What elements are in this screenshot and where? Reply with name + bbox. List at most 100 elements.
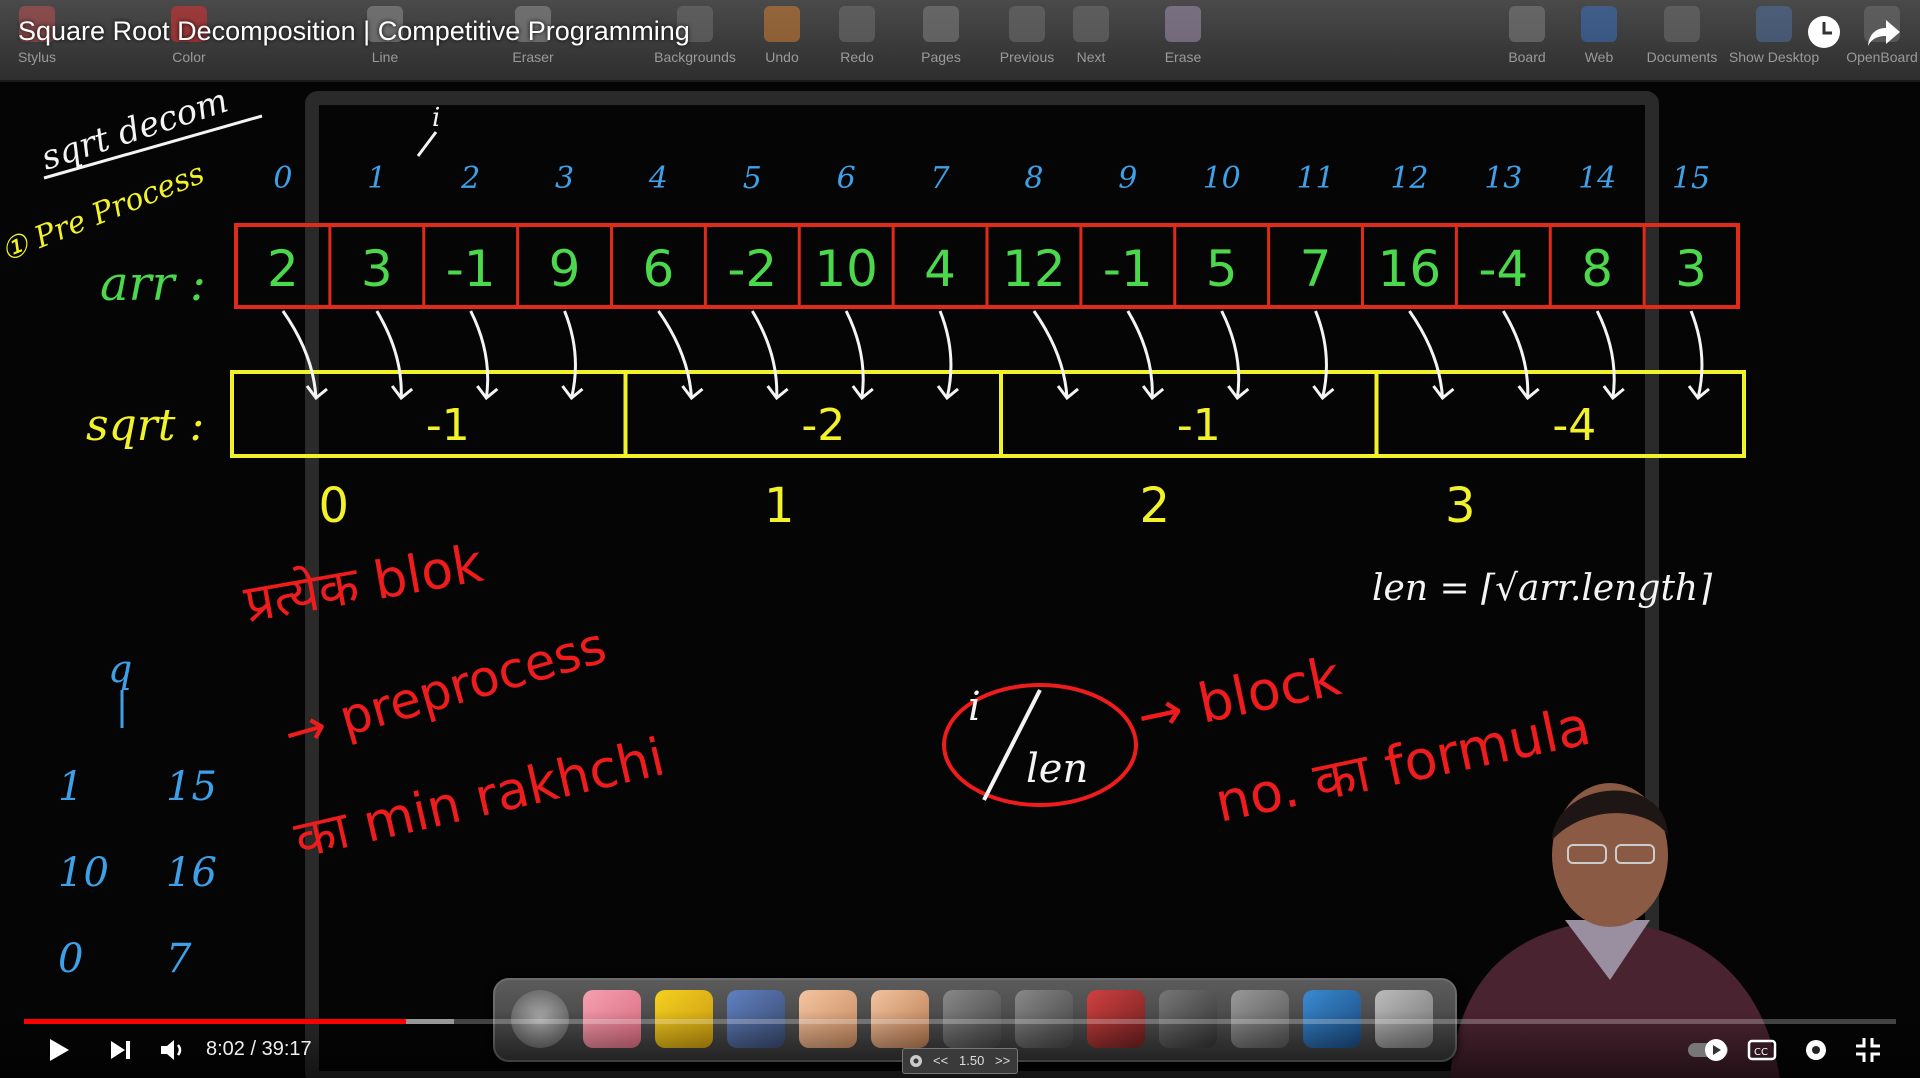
play-icon[interactable] [42,1034,74,1066]
sqrt-outline [230,370,1746,458]
toolbar-web-icon [1581,6,1617,42]
query-left: 10 [58,850,109,896]
exit-fullscreen-icon[interactable] [1852,1034,1884,1066]
mapping-arrowhead [936,385,959,401]
sqrt-row: -1-2-1-4 [230,370,1746,458]
presenter-collar [1565,920,1650,980]
toolbar-tool-label: Board [1508,49,1546,65]
mapping-arrowhead [681,385,704,401]
volume-icon[interactable] [156,1034,188,1066]
autoplay-toggle-icon[interactable] [1686,1034,1732,1066]
toolbar-tool-redo[interactable]: Redo [820,0,894,80]
index-label: 4 [648,161,668,196]
mapping-arrowhead [561,385,584,401]
settings-gear-icon[interactable] [1800,1034,1832,1066]
arr-label: arr : [100,256,206,312]
mapping-arrowhead [1312,385,1335,401]
player-top-actions [1786,14,1902,55]
mapping-arrowhead [1432,385,1455,401]
mapping-arrowhead [1602,385,1625,401]
toolbar-tool-documents[interactable]: Documents [1634,0,1730,80]
formula-slash [982,689,1042,801]
toolbar-tool-next[interactable]: Next [1054,0,1128,80]
index-label: 14 [1578,161,1616,196]
next-icon[interactable] [104,1034,136,1066]
sqrt-block-min: -2 [801,400,845,451]
toolbar-tool-stylus[interactable]: Stylus [0,0,74,80]
toolbar-tool-erase[interactable]: Erase [1146,0,1220,80]
toolbar-color-icon [171,6,207,42]
sqrt-block-min: -1 [1177,400,1221,451]
index-label: 6 [837,161,856,196]
mapping-arrow [657,310,693,399]
toolbar-tool-web[interactable]: Web [1562,0,1636,80]
arr-cell-value: 5 [1206,240,1238,298]
presenter-hair [1552,790,1668,840]
toolbar-tool-board[interactable]: Board [1490,0,1564,80]
board-frame [305,91,1659,1078]
toolbar-tool-label: Previous [999,49,1055,65]
block-number: 3 [1445,478,1476,534]
sqrt-block-min: -1 [426,400,470,451]
speed-prev[interactable]: << [933,1053,949,1068]
index-label: 9 [1118,161,1137,196]
toolbar-tool-undo[interactable]: Undo [745,0,819,80]
toolbar-pages-icon [923,6,959,42]
toolbar-eraser-icon [515,6,551,42]
toolbar-tool-label: Stylus [17,49,57,65]
query-left: 0 [58,936,83,982]
mapping-arrowhead [1687,385,1710,401]
speed-next[interactable]: >> [995,1053,1011,1068]
toolbar-tool-eraser[interactable]: Eraser [496,0,570,80]
index-label: 0 [273,161,292,196]
board-heading: sqrt decom [36,82,232,179]
mapping-arrow [751,310,779,399]
mapping-arrows [281,310,1710,401]
toolbar-tool-label: Show Desktop [1728,49,1820,65]
mapping-arrow [1502,310,1530,399]
mapping-arrow [1220,310,1241,399]
toolbar-tool-label: Web [1584,49,1614,65]
toolbar-tool-color[interactable]: Color [152,0,226,80]
progress-bar[interactable] [24,1019,1896,1024]
formula-text-1: → block [1132,644,1347,749]
arr-cell-value: 9 [549,240,581,298]
mapping-arrowhead [1141,385,1165,401]
toolbar-tool-pages[interactable]: Pages [904,0,978,80]
mapping-arrow [938,310,953,399]
mapping-arrow [375,310,403,399]
toolbar-tool-show-desktop[interactable]: Show Desktop [1726,0,1822,80]
index-label: 8 [1024,161,1043,196]
playback-speed-control[interactable]: << 1.50 >> [902,1048,1018,1074]
heading-underline [43,114,263,180]
video-title: Square Root Decomposition | Competitive … [18,16,690,46]
share-icon[interactable] [1866,14,1902,50]
board-step: ① Pre Process [0,156,209,269]
toolbar-tool-backgrounds[interactable]: Backgrounds [640,0,750,80]
formula-numerator: i [968,684,981,730]
toolbar-show-desktop-icon [1756,6,1792,42]
arr-cell-value: 12 [1002,240,1066,298]
block-number: 1 [764,478,795,534]
arr-cell-value: 16 [1378,240,1442,298]
toolbar-tool-line[interactable]: Line [348,0,422,80]
watch-later-icon[interactable] [1806,14,1842,50]
arr-cell-value: -1 [446,240,496,298]
toolbar-tool-label: OpenBoard [1846,49,1918,65]
index-label: 1 [367,161,386,196]
mapping-arrowhead [766,385,789,401]
mapping-arrow [1595,310,1616,399]
toolbar-redo-icon [839,6,875,42]
toolbar-tool-label: Pages [921,49,961,65]
arr-cell-value: 10 [814,240,878,298]
toolbar-tool-previous[interactable]: Previous [990,0,1064,80]
pointer-label: i [432,103,440,133]
query-label: q [108,647,132,691]
len-formula: len = ⌈√arr.length⌉ [1372,568,1713,609]
arr-cell-value: 2 [267,240,299,298]
captions-icon[interactable]: CC [1746,1034,1778,1066]
